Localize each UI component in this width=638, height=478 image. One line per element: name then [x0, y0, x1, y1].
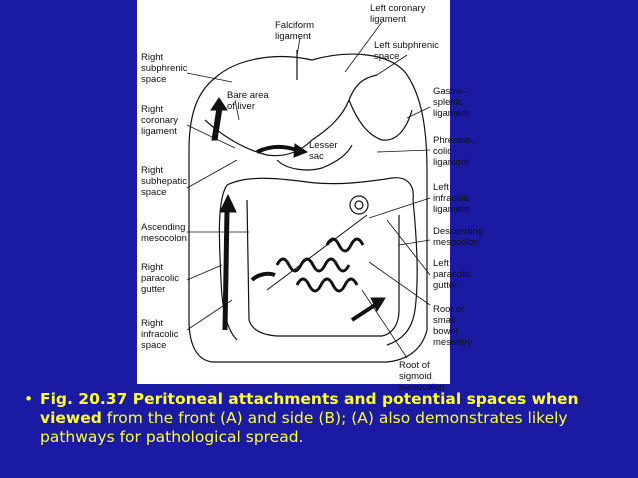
arrow-icon [210, 97, 228, 111]
label-descending-mesocolon: Descending mesocolon [433, 226, 484, 248]
arrow-icon [293, 143, 309, 158]
abdominal-outline [188, 53, 428, 363]
inner-colon-line [246, 199, 400, 337]
arrow-icon [350, 303, 377, 322]
label-right-subhepatic-space: Right subhepatic space [141, 165, 187, 198]
mesentery-wave-1 [275, 257, 351, 273]
arrow-icon [222, 209, 230, 331]
mesentery-wave-3 [325, 237, 365, 253]
sigmoid-coil [349, 195, 369, 215]
label-ascending-mesocolon: Ascending mesocolon [141, 222, 187, 244]
arrow-icon [370, 297, 386, 313]
caption-bold-text: Fig. 20.37 Peritoneal attachments and po… [40, 390, 579, 427]
peritoneal-diagram [186, 21, 431, 363]
label-phrenicocolic-ligament: Phrenico– colic ligament [433, 135, 476, 168]
label-lesser-sac: Lesser sac [309, 140, 338, 162]
mesentery-wave-2 [295, 277, 359, 293]
stomach-outline [348, 99, 413, 141]
label-right-paracolic-gutter: Right paracolic gutter [141, 262, 180, 295]
arrow-icon [219, 193, 237, 213]
liver-border [204, 74, 378, 157]
descending-colon [386, 199, 418, 346]
label-left-coronary-ligament: Left coronary ligament [370, 3, 426, 25]
label-falciform-ligament: Falciform ligament [275, 20, 315, 42]
label-root-of-sigmoid-mesocolon: Root of sigmoid mesocolon [399, 360, 445, 393]
arrow-icon [250, 271, 276, 282]
label-left-infracolic-ligament: Left infracolic ligament [433, 182, 471, 215]
label-gastrosplenic-ligament: Gastro– splenic ligament [433, 86, 469, 119]
figure-caption: • Fig. 20.37 Peritoneal attachments and … [24, 390, 620, 447]
arrow-icon [211, 107, 223, 141]
bullet-icon: • [24, 390, 34, 408]
ascending-colon [218, 184, 238, 341]
lesser-sac-outline [276, 144, 353, 171]
arrow-icon [210, 97, 386, 331]
label-left-paracolic-gutter: Left paracolic gutter [433, 258, 472, 291]
label-right-subphrenic-space: Right subphrenic space [141, 52, 188, 85]
anatomy-figure: Left coronary ligament Falciform ligamen… [137, 0, 483, 393]
label-bare-area-of-liver: Bare area of liver [227, 90, 269, 112]
arrow-icon [256, 144, 298, 154]
label-right-coronary-ligament: Right coronary ligament [141, 104, 178, 137]
transverse-colon [226, 177, 414, 201]
label-left-subphrenic-space: Left subphrenic space [374, 40, 439, 62]
label-right-infracolic-space: Right infracolic space [141, 318, 179, 351]
caption-normal-text: from the front (A) and side (B); (A) als… [40, 409, 568, 446]
label-root-of-small-bowel-mesentry: Root of small bowel mesentry [433, 304, 473, 348]
